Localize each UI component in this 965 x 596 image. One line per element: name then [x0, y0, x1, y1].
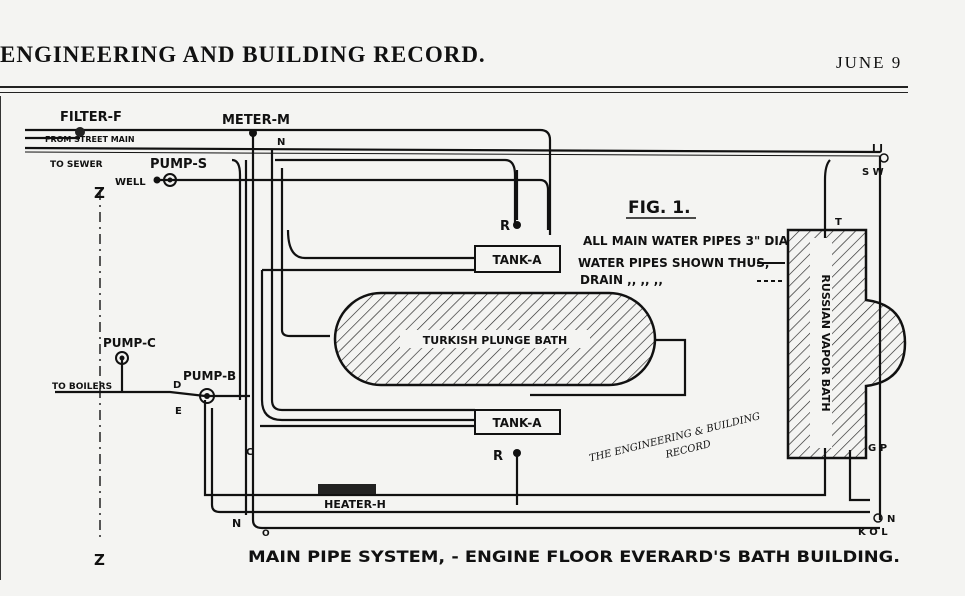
- well-label: WELL: [115, 177, 146, 188]
- pump-c-core: [119, 355, 125, 361]
- tank-upper-return: [286, 229, 475, 260]
- z-bottom-label: Z: [94, 551, 105, 569]
- journal-title: ENGINEERING AND BUILDING RECORD.: [0, 42, 486, 67]
- pump-s-label: PUMP-S: [150, 157, 207, 172]
- t-label: T: [835, 217, 842, 228]
- vertical-pipe-1: [251, 133, 880, 530]
- o-label: O: [262, 529, 270, 539]
- pump-s-core: [167, 177, 173, 183]
- boilers-label: TO BOILERS: [52, 382, 112, 392]
- r-top-node: [513, 221, 521, 229]
- boiler-pipe: [55, 390, 250, 398]
- pump-s-node: [163, 173, 177, 187]
- street-main-label: FROM STREET MAIN: [45, 135, 135, 144]
- issue-date: JUNE 9: [836, 53, 903, 72]
- russian-vapor-bath: [786, 228, 907, 460]
- filter-node: [75, 127, 85, 137]
- tank-a-upper-label: TANK-A: [492, 253, 542, 267]
- tank-lower-pipe: [260, 399, 475, 422]
- tank-upper-drain: [260, 268, 475, 400]
- n-top-label: N: [277, 137, 285, 148]
- legend-line-2: WATER PIPES SHOWN THUS,: [578, 256, 769, 270]
- heater-label: HEATER-H: [324, 498, 386, 511]
- vertical-pipe-3: [231, 158, 242, 400]
- figure-caption: MAIN PIPE SYSTEM, - ENGINE FLOOR EVERARD…: [248, 547, 900, 566]
- heater-h: [318, 484, 376, 494]
- legend-line-3: DRAIN ,, ,, ,,: [580, 273, 663, 287]
- sewer-drain-pipe-2: [24, 151, 881, 157]
- russian-bath-label-bg: [810, 238, 832, 448]
- d-label: D: [173, 380, 181, 391]
- well-pipe: [160, 178, 550, 230]
- n-right-node: [873, 513, 883, 523]
- meter-node: [249, 129, 257, 137]
- tank-upper-supply: [275, 158, 517, 225]
- e-label: E: [175, 406, 182, 417]
- street-main-pipe: [25, 128, 552, 235]
- sewer-label: TO SEWER: [50, 160, 103, 170]
- tank-a-lower: [474, 409, 561, 435]
- header-rule-top: [0, 86, 908, 88]
- kol-label: K O L: [858, 527, 888, 538]
- header-rule-bottom: [0, 92, 908, 93]
- filter-label: FILTER-F: [60, 110, 122, 125]
- legend-line-1: ALL MAIN WATER PIPES 3" DIA: [583, 234, 789, 248]
- r-bottom-node: [513, 449, 521, 457]
- c-label: C: [246, 447, 253, 458]
- n-bottom-label: N: [232, 517, 241, 530]
- pump-c-node: [115, 351, 129, 365]
- sewer-drain-pipe: [24, 146, 881, 154]
- meter-label: METER-M: [222, 113, 290, 128]
- plunge-bath-label: TURKISH PLUNGE BATH: [423, 334, 567, 347]
- tank-a-lower-label: TANK-A: [492, 416, 542, 430]
- pump-b-label: PUMP-B: [183, 369, 236, 383]
- sw-label: S W: [862, 167, 884, 178]
- lower-loop: [210, 408, 870, 514]
- pump-b-core: [204, 393, 210, 399]
- russian-bath-label: RUSSIAN VAPOR BATH: [819, 274, 832, 411]
- z-top-label: Z: [94, 184, 105, 202]
- plunge-bath-label-bg: [400, 330, 590, 348]
- vertical-pipe-4: [270, 150, 475, 412]
- diagram-labels: FILTER-F METER-M FROM STREET MAIN TO SEW…: [45, 110, 895, 569]
- gp-label: G P: [868, 443, 887, 454]
- plunge-supply: [280, 168, 330, 338]
- figure-label: FIG. 1.: [628, 198, 691, 218]
- credit-block: THE ENGINEERING & BUILDING RECORD: [588, 411, 761, 464]
- r-top-label: R: [500, 219, 510, 234]
- tank-a-upper: [474, 245, 561, 273]
- ij-label: I J: [872, 143, 883, 154]
- russian-drain: [848, 450, 870, 502]
- ij-node: [879, 153, 889, 163]
- well-node: [153, 176, 161, 184]
- r-bottom-label: R: [493, 449, 503, 464]
- main-pipes: [24, 128, 882, 530]
- plunge-outlet: [530, 338, 687, 397]
- n-right-label: N: [887, 514, 895, 525]
- pump-c-label: PUMP-C: [103, 336, 156, 350]
- pump-b-node: [199, 388, 215, 404]
